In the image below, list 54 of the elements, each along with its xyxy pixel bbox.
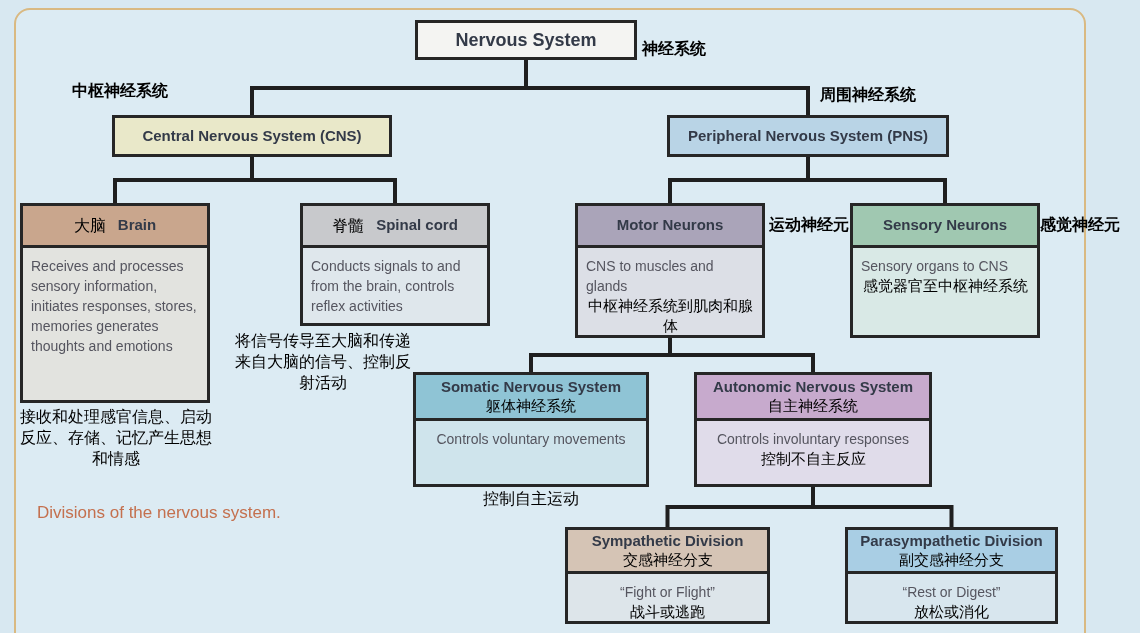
- description-text: 放松或消化: [914, 602, 989, 622]
- category-box: [20, 203, 210, 403]
- translation-label: 周围神经系统: [820, 85, 917, 105]
- description-text: Receives and processes sensory information, initiates responses, stores, memories generates thoughts and emotions: [31, 257, 198, 356]
- category-box: [415, 20, 637, 60]
- category-box: [300, 203, 490, 326]
- translation-label: 神经系统: [642, 39, 707, 59]
- description-text: 感觉器官至中枢神经系统: [862, 276, 1028, 296]
- translation-label: 中枢神经系统: [72, 81, 169, 101]
- box-heading: 自主神经系统: [768, 396, 858, 416]
- box-heading: Central Nervous System (CNS): [142, 126, 362, 146]
- description-text: Conducts signals to and from the brain, controls reflex activities: [311, 257, 462, 316]
- category-box: [575, 203, 765, 338]
- translation-label: 感觉神经元: [1040, 215, 1121, 235]
- category-box: [850, 203, 1040, 338]
- box-heading: Nervous System: [455, 28, 597, 52]
- box-heading: Somatic Nervous System: [440, 377, 622, 397]
- description-text: 战斗或逃跑: [630, 602, 705, 622]
- category-box: [845, 527, 1058, 624]
- category-box: [565, 527, 770, 624]
- box-heading: Sympathetic Division: [591, 531, 744, 551]
- box-heading: 躯体神经系统: [486, 396, 576, 416]
- description-text: “Fight or Flight”: [620, 583, 715, 602]
- description-text: CNS to muscles and glands: [586, 257, 715, 296]
- description-text: Controls involuntary responses: [716, 430, 910, 449]
- description-text: 中枢神经系统到肌肉和腺体: [586, 296, 754, 336]
- category-box: [413, 372, 649, 487]
- description-text: Controls voluntary movements: [436, 430, 626, 449]
- box-heading: 脊髓: [332, 215, 365, 236]
- box-heading: Autonomic Nervous System: [712, 377, 913, 397]
- connector-line: [806, 157, 947, 203]
- box-heading: Spinal cord: [376, 215, 458, 236]
- description-text: Sensory organs to CNS: [861, 257, 1009, 276]
- box-heading: Peripheral Nervous System (PNS): [687, 126, 929, 146]
- figure-caption: Divisions of the nervous system.: [37, 502, 281, 524]
- category-box: [694, 372, 932, 487]
- translation-label: 将信号传导至大脑和传递来自大脑的信号、控制反射活动: [234, 331, 412, 393]
- description-text: “Rest or Digest”: [902, 583, 1001, 602]
- box-heading: 大脑: [73, 215, 106, 236]
- box-heading: Brain: [117, 215, 157, 236]
- connector-line: [524, 60, 810, 115]
- box-heading: Motor Neurons: [616, 216, 724, 235]
- box-heading: Sensory Neurons: [882, 216, 1008, 235]
- description-text: 控制不自主反应: [760, 449, 866, 469]
- translation-label: 接收和处理感官信息、启动反应、存储、记忆产生思想和情感: [19, 407, 213, 469]
- translation-label: 控制自主运动: [482, 489, 580, 509]
- category-box: [667, 115, 949, 157]
- category-box: [112, 115, 392, 157]
- translation-label: 运动神经元: [769, 215, 849, 235]
- connector-line: [668, 338, 815, 372]
- box-heading: Parasympathetic Division: [860, 531, 1043, 551]
- box-heading: 交感神经分支: [622, 550, 713, 570]
- connector-line: [250, 157, 397, 203]
- box-heading: 副交感神经分支: [899, 550, 1004, 570]
